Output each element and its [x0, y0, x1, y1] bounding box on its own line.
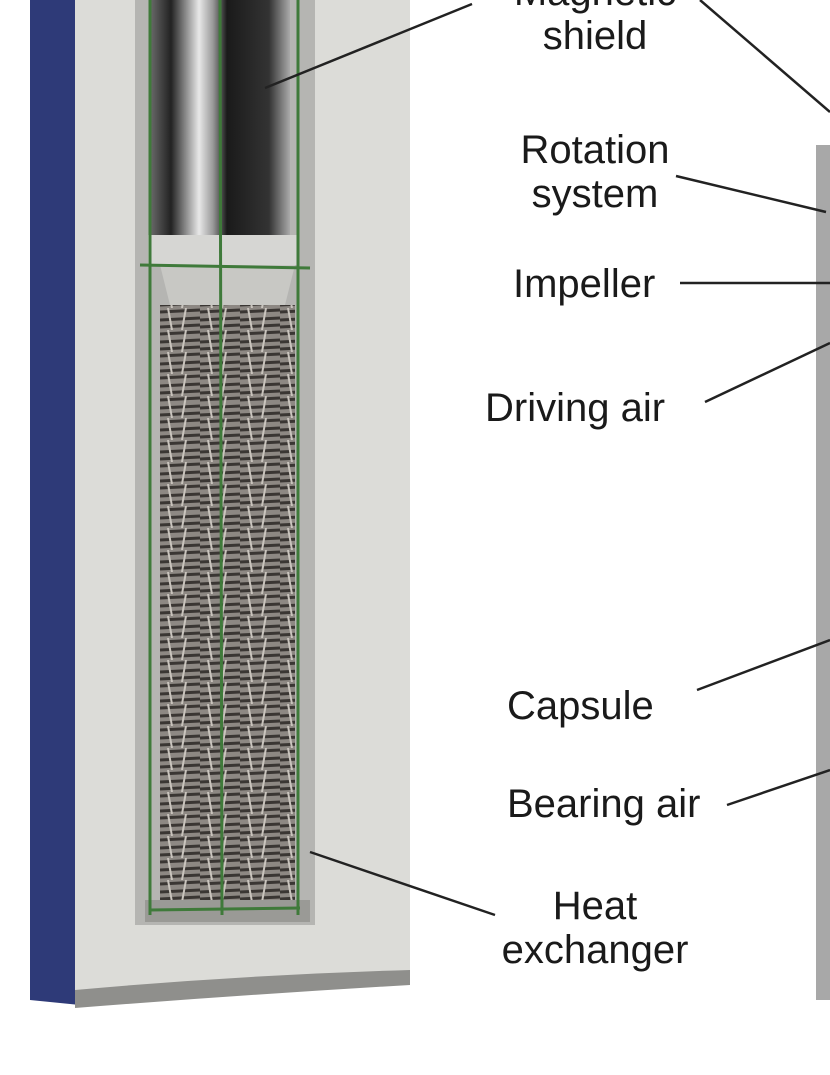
- heat-exchanger-shape: [160, 305, 295, 905]
- label-capsule: Capsule: [507, 684, 654, 728]
- label-bearing-air: Bearing air: [507, 782, 701, 826]
- label-line: Magnetic: [480, 0, 710, 14]
- leader-lines: [264, 0, 830, 917]
- label-line: Rotation: [520, 128, 670, 172]
- housing-blue-edge: [30, 0, 80, 1005]
- rotor-rod: [816, 145, 830, 1000]
- label-magnetic-shield: Magnetic shield: [480, 0, 710, 58]
- label-line: exchanger: [501, 928, 689, 972]
- collar: [148, 235, 298, 265]
- label-rotation-system: Rotation system: [480, 128, 710, 216]
- impeller-shape: [160, 265, 295, 305]
- housing-bottom: [75, 970, 410, 1008]
- label-impeller: Impeller: [513, 262, 656, 306]
- label-line: shield: [542, 14, 648, 58]
- label-line: Heat: [552, 884, 638, 928]
- frame-lines: [139, 0, 311, 916]
- label-heat-exchanger: Heat exchanger: [480, 884, 710, 972]
- label-line: system: [531, 172, 659, 216]
- label-driving-air: Driving air: [485, 386, 666, 430]
